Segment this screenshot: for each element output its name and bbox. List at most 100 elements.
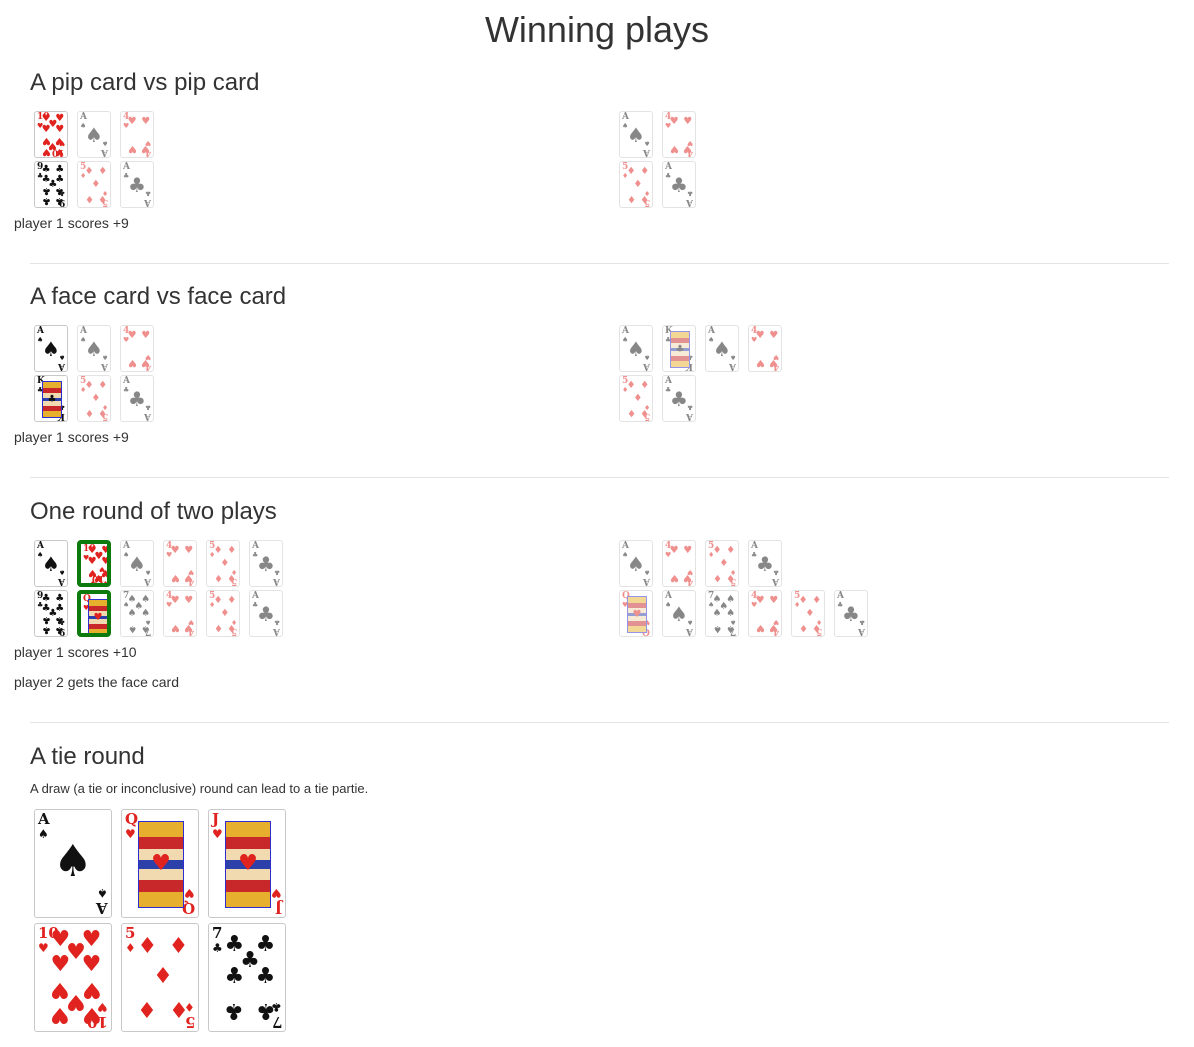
heart-icon: ♥: [101, 577, 111, 587]
heart-icon: ♥: [669, 143, 679, 155]
card-rank: A: [58, 361, 65, 371]
playing-card[interactable]: 4♥4♥♥♥♥♥: [662, 111, 696, 158]
spade-icon: ♠: [622, 550, 629, 559]
diamond-icon: ♦: [708, 550, 715, 559]
playing-card[interactable]: 5♦5♦♦♦♦♦♦: [206, 540, 240, 587]
playing-card[interactable]: 7♠7♠♠♠♠♠♠♠♠: [705, 590, 739, 637]
playing-card[interactable]: A♠A♠♠: [34, 325, 68, 372]
heart-icon: ♥: [669, 572, 679, 584]
playing-card[interactable]: 5♦5♦♦♦♦♦♦: [705, 540, 739, 587]
playing-card[interactable]: 9♣9♣♣♣♣♣♣♣♣♣♣: [34, 161, 68, 208]
club-icon: ♣: [41, 602, 51, 614]
heart-icon: ♥: [123, 335, 130, 344]
playing-card[interactable]: 4♥4♥♥♥♥♥: [163, 540, 197, 587]
club-icon: ♣: [37, 385, 44, 394]
section-description: A draw (a tie or inconclusive) round can…: [30, 781, 369, 796]
playing-card[interactable]: K♣K♣♣: [662, 325, 696, 372]
playing-card[interactable]: 4♥4♥♥♥♥♥: [748, 325, 782, 372]
playing-card[interactable]: Q♥Q♥♥: [77, 590, 111, 637]
playing-card[interactable]: A♣A♣♣: [120, 161, 154, 208]
spade-icon: ♠: [141, 623, 151, 635]
playing-card[interactable]: Q♥Q♥♥: [619, 590, 653, 637]
playing-card[interactable]: A♠A♠♠: [120, 540, 154, 587]
playing-card[interactable]: A♣A♣♣: [249, 590, 283, 637]
card-rank: K: [665, 326, 673, 336]
playing-card[interactable]: A♣A♣♣: [834, 590, 868, 637]
diamond-icon: ♦: [227, 572, 237, 584]
playing-card[interactable]: J♥J♥♥: [208, 809, 286, 918]
playing-card[interactable]: 10♥10♥♥♥♥♥♥♥♥♥♥♥: [77, 540, 111, 587]
playing-card[interactable]: 5♦5♦♦♦♦♦♦: [791, 590, 825, 637]
spade-icon: ♠: [670, 601, 688, 626]
spade-icon: ♠: [708, 600, 715, 609]
card-rank: A: [686, 411, 693, 421]
playing-card[interactable]: K♣K♣♣: [34, 375, 68, 422]
card-rank: 4: [166, 591, 173, 601]
card-rank: A: [665, 376, 672, 386]
playing-card[interactable]: 7♠7♠♠♠♠♠♠♠♠: [120, 590, 154, 637]
diamond-icon: ♦: [812, 594, 822, 606]
club-icon: ♣: [48, 608, 58, 619]
playing-card[interactable]: A♠A♠♠: [705, 325, 739, 372]
playing-card[interactable]: 5♦5♦♦♦♦♦♦: [619, 161, 653, 208]
heart-icon: ♥: [170, 594, 180, 606]
diamond-icon: ♦: [153, 964, 173, 990]
card-rank: A: [643, 361, 650, 371]
playing-card[interactable]: 10♥10♥♥♥♥♥♥♥♥♥♥♥: [34, 111, 68, 158]
club-icon: ♣: [41, 195, 51, 207]
playing-card[interactable]: 4♥4♥♥♥♥♥: [120, 111, 154, 158]
playing-card[interactable]: 5♦5♦♦♦♦♦♦: [77, 375, 111, 422]
playing-card[interactable]: 7♣7♣♣♣♣♣♣♣♣: [208, 923, 286, 1032]
score-note: player 1 scores +9: [14, 429, 129, 445]
playing-card[interactable]: 5♦5♦♦♦♦♦♦: [121, 923, 199, 1032]
playing-card[interactable]: A♠A♠♠: [619, 540, 653, 587]
playing-card[interactable]: 9♣9♣♣♣♣♣♣♣♣♣♣: [34, 590, 68, 637]
card-rank: A: [686, 197, 693, 207]
playing-card[interactable]: Q♥Q♥♥: [121, 809, 199, 918]
playing-card[interactable]: A♣A♣♣: [662, 161, 696, 208]
heart-icon: ♥: [184, 886, 195, 900]
card-rank: A: [144, 197, 151, 207]
playing-card[interactable]: A♣A♣♣: [120, 375, 154, 422]
playing-card[interactable]: 10♥10♥♥♥♥♥♥♥♥♥♥♥: [34, 923, 112, 1032]
playing-card[interactable]: A♠A♠♠: [77, 111, 111, 158]
spade-icon: ♠: [134, 600, 144, 612]
card-rank: 5: [209, 541, 216, 551]
club-icon: ♣: [37, 600, 44, 609]
card-rank: A: [252, 591, 259, 601]
diamond-icon: ♦: [798, 622, 808, 634]
playing-card[interactable]: 4♥4♥♥♥♥♥: [748, 590, 782, 637]
section-title-pip-vs-pip: A pip card vs pip card: [30, 69, 260, 96]
playing-card[interactable]: A♣A♣♣: [748, 540, 782, 587]
playing-card[interactable]: 5♦5♦♦♦♦♦♦: [619, 375, 653, 422]
spade-icon: ♠: [627, 551, 645, 576]
card-rank: A: [144, 576, 151, 586]
diamond-icon: ♦: [633, 179, 643, 190]
heart-icon: ♥: [184, 572, 194, 584]
playing-card[interactable]: 4♥4♥♥♥♥♥: [120, 325, 154, 372]
playing-card[interactable]: 4♥4♥♥♥♥♥: [662, 540, 696, 587]
club-icon: ♣: [128, 172, 146, 197]
diamond-icon: ♦: [209, 550, 216, 559]
playing-card[interactable]: A♣A♣♣: [662, 375, 696, 422]
playing-card[interactable]: A♠A♠♠: [34, 540, 68, 587]
heart-icon: ♥: [81, 927, 102, 953]
diamond-icon: ♦: [798, 594, 808, 606]
playing-card[interactable]: 5♦5♦♦♦♦♦♦: [77, 161, 111, 208]
card-rank: 4: [751, 326, 758, 336]
diamond-icon: ♦: [626, 407, 636, 419]
playing-card[interactable]: A♠A♠♠: [77, 325, 111, 372]
playing-card[interactable]: A♠A♠♠: [34, 809, 112, 918]
playing-card[interactable]: 4♥4♥♥♥♥♥: [163, 590, 197, 637]
card-rank: A: [665, 162, 672, 172]
playing-card[interactable]: 5♦5♦♦♦♦♦♦: [206, 590, 240, 637]
spade-icon: ♠: [726, 608, 736, 619]
spade-icon: ♠: [622, 121, 629, 130]
playing-card[interactable]: A♣A♣♣: [249, 540, 283, 587]
playing-card[interactable]: A♠A♠♠: [619, 325, 653, 372]
card-rank: A: [643, 147, 650, 157]
playing-card[interactable]: A♠A♠♠: [619, 111, 653, 158]
playing-card[interactable]: A♠A♠♠: [662, 590, 696, 637]
diamond-icon: ♦: [98, 379, 108, 391]
spade-icon: ♠: [712, 623, 722, 635]
